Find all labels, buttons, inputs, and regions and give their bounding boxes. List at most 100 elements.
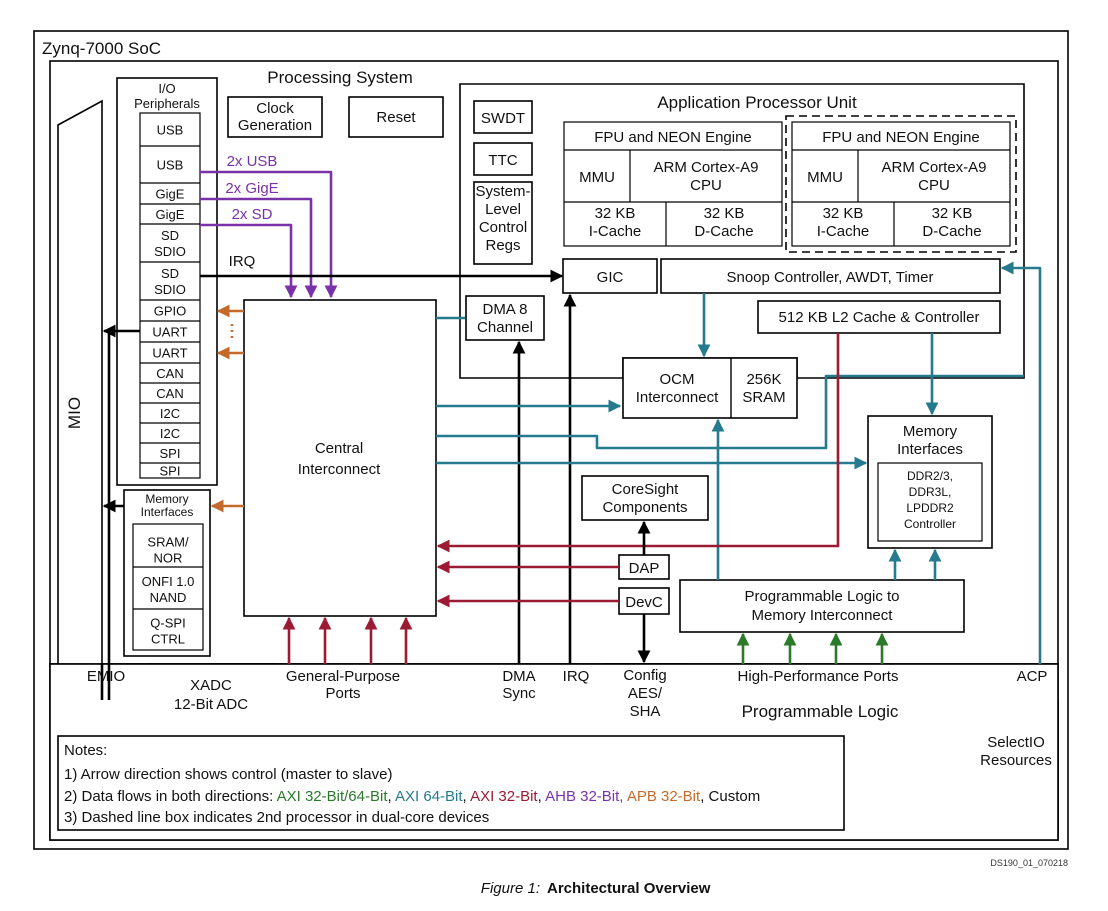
dap-block [618,554,670,580]
gic-label: GIC [597,269,624,286]
ocm-block [622,357,798,419]
io-item-11-line-1: CAN [156,386,183,401]
ddr-memory-interfaces-title-line-2: Interfaces [897,441,963,458]
flow-gige-label: 2x GigE [225,180,278,197]
sram-label-line-2: SRAM [742,389,785,406]
notes-line-2: 2) Data flows in both directions: AXI 32… [64,788,760,805]
notes-line-2-part: , Custom [700,788,760,805]
config-label-line-2: AES/ [628,685,663,702]
notes-line-2-part: APB 32-Bit [627,788,701,805]
cpu2-mmu-label: MMU [807,169,843,186]
notes-line-2-part: , [538,788,546,805]
dma-label-line-1: DMA 8 [482,301,527,318]
cpu1-core-label-line-1: ARM Cortex-A9 [653,159,758,176]
acp-label: ACP [1017,668,1048,685]
emio-label: EMIO [87,668,125,685]
clock-generation-label-line-2: Generation [238,117,312,134]
selectio-label-line-1: SelectIO [987,734,1045,751]
pl-irq-label: IRQ [563,668,590,685]
sd-ahb-flow [200,223,298,299]
reset-block [348,96,444,138]
ttc-block [473,142,533,176]
cpu2-core-label-line-2: CPU [918,177,950,194]
io-item-12-line-1: I2C [160,406,180,421]
gp-ports-label-line-1: General-Purpose [286,668,400,685]
static-mem-item-3-line-1: Q-SPI [150,616,185,631]
notes-block [57,735,845,831]
slcr-label-line-3: Control [479,219,527,236]
static-mem-item-1-line-1: SRAM/ [147,535,189,550]
hp-ports-label: High-Performance Ports [738,668,899,685]
io-item-15-line-1: SPI [160,464,181,479]
notes-line-2-part: , [463,788,471,805]
clock-generation-label-line-1: Clock [256,100,294,117]
cpu1-icache-line-2: I-Cache [589,223,642,240]
gige-ahb-flow [200,197,318,299]
io-item-2-line-1: USB [157,158,184,173]
central-l2-path [436,374,1024,450]
soc-title: Zynq-7000 SoC [42,39,161,58]
dma-label-line-2: Channel [477,319,533,336]
snoop-controller-block [660,258,1001,294]
static-mem-item-2-line-2: NAND [150,590,187,605]
dma-sync-label-line-1: DMA [502,668,535,685]
dma-sync-label-line-2: Sync [502,685,536,702]
l2-cache-label: 512 KB L2 Cache & Controller [779,309,980,326]
ddr-memory-interfaces-title-line-1: Memory [903,423,958,440]
slcr-label-line-1: System- [475,183,530,200]
pl-memory-interconnect-block [679,579,965,633]
io-item-9-line-1: UART [152,346,187,361]
selectio-label-line-2: Resources [980,752,1052,769]
cpu2-dashed-frame [785,115,1017,253]
xadc-label-line-1: XADC [190,677,232,694]
cpu1-block [563,121,783,247]
io-list-frame [139,112,201,479]
config-label-line-3: SHA [630,703,661,720]
cpu2-fpu-label: FPU and NEON Engine [822,129,980,146]
flow-sd-label: 2x SD [232,206,273,223]
io-item-8-line-1: UART [152,325,187,340]
io-item-6-line-2: SDIO [154,282,186,297]
pl-title: Programmable Logic [742,702,899,721]
gic-block [562,258,658,294]
notes-line-2-part: AXI 32-Bit/64-Bit [277,788,389,805]
io-peripherals-title-line-2: Peripherals [134,96,200,111]
notes-line-3: 3) Dashed line box indicates 2nd process… [64,809,489,826]
swdt-label: SWDT [481,110,525,127]
cpu2-dcache-line-1: 32 KB [932,205,973,222]
notes-heading: Notes: [64,742,107,759]
usb-ahb-flow [200,170,338,299]
io-item-6-line-1: SD [161,266,179,281]
io-item-1-line-1: USB [157,123,184,138]
notes-line-2-prefix: 2) Data flows in both directions: [64,788,277,805]
apu-title: Application Processor Unit [657,93,857,112]
static-mem-item-1-line-2: NOR [154,551,183,566]
slcr-block [473,181,533,265]
cpu1-fpu-label: FPU and NEON Engine [594,129,752,146]
snoop-controller-label: Snoop Controller, AWDT, Timer [726,269,933,286]
notes-line-2-part: , [388,788,396,805]
pl-memory-interconnect-label-line-2: Memory Interconnect [752,607,894,624]
cpu1-mmu-label: MMU [579,169,615,186]
ps-title: Processing System [267,68,413,87]
doc-id: DS190_01_070218 [990,858,1068,868]
io-item-3-line-1: GigE [156,187,185,202]
ddr-controller-label-line-2: DDR3L, [909,485,952,499]
cpu1-dcache-line-2: D-Cache [694,223,753,240]
static-mem-item-2-line-1: ONFI 1.0 [142,574,195,589]
io-peripherals-title-line-1: I/O [158,81,175,96]
l2-central-flow [436,333,840,553]
static-memory-interfaces-title-line-2: Interfaces [141,505,194,519]
xadc-label-line-2: 12-Bit ADC [174,696,248,713]
static-memory-interfaces-title-line-1: Memory [145,492,188,506]
central-interconnect-block [243,299,437,617]
ddr-controller-block [877,462,983,542]
config-label-line-1: Config [623,667,666,684]
devc-block [618,587,670,615]
sram-label-line-1: 256K [746,371,781,388]
coresight-block [581,475,709,521]
cpu2-icache-line-1: 32 KB [823,205,864,222]
gp-ports-label-line-2: Ports [325,685,360,702]
central-interconnect-label-line-2: Interconnect [298,461,381,478]
